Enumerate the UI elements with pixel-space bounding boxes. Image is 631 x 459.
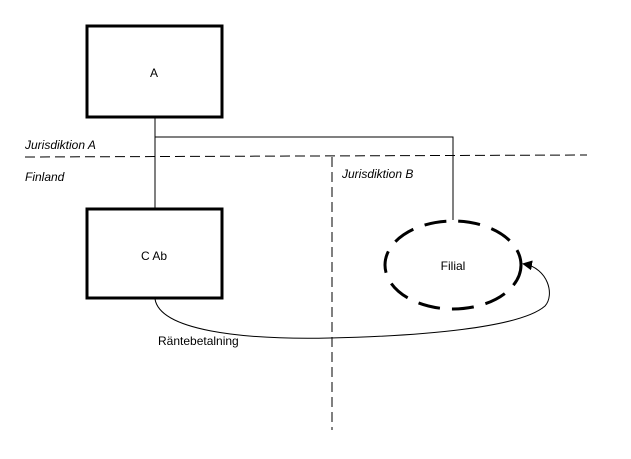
region-label-jurisdiktion-a: Jurisdiktion A [24,138,96,152]
edge-a-to-filial [155,136,454,220]
interest-payment-label: Räntebetalning [158,334,239,348]
jurisdiction-boundary-horizontal [24,154,588,158]
region-label-jurisdiktion-b: Jurisdiktion B [341,167,413,181]
node-c-ab-label: C Ab [141,249,167,263]
node-c-ab[interactable]: C Ab [85,207,224,300]
region-label-finland: Finland [25,170,65,184]
node-a-label: A [150,66,158,80]
node-filial-label: Filial [441,259,466,273]
node-filial[interactable]: Filial [383,219,523,311]
edge-interest-payment [154,260,550,339]
node-a[interactable]: A [85,24,224,119]
